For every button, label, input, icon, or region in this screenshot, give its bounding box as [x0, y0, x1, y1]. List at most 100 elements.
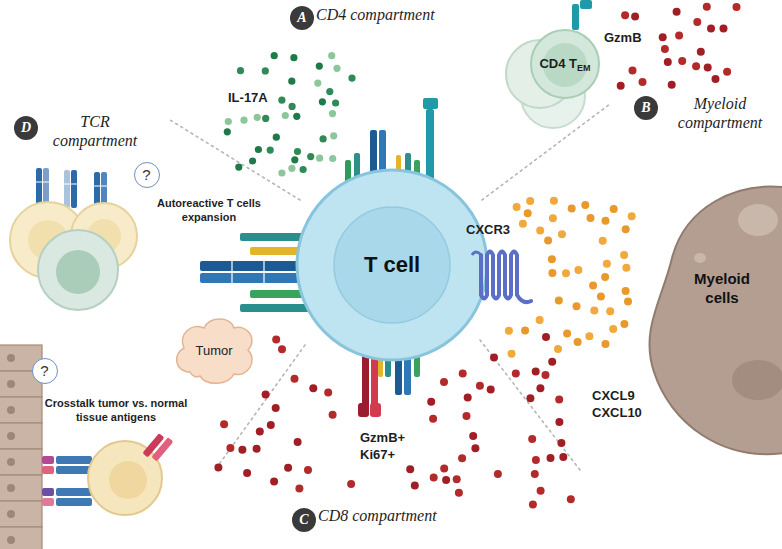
epithelial-cell: [0, 501, 42, 527]
granzyme-molecule: [427, 398, 435, 406]
receptor: [240, 233, 306, 241]
chemokine-molecule: [544, 237, 552, 245]
granzyme-molecule: [704, 63, 712, 71]
antigen: [42, 488, 54, 496]
myeloid-cell: [649, 187, 782, 454]
granzyme-molecule: [692, 62, 700, 70]
chemokine-molecule: [554, 345, 562, 353]
il17a-molecule: [294, 148, 301, 155]
compartment-title: Myeloid compartment: [660, 94, 780, 132]
granzyme-molecule: [406, 465, 414, 473]
granzyme-molecule: [253, 445, 261, 453]
granzyme-molecule: [267, 421, 275, 429]
receptor-tail: [472, 252, 481, 255]
chemokine-molecule: [519, 220, 527, 228]
il17a-molecule: [300, 166, 307, 173]
granzyme-molecule: [693, 18, 701, 26]
chemokine-molecule: [587, 214, 595, 222]
chemokine-molecule: [589, 282, 597, 290]
nucleus: [732, 360, 782, 400]
node-text: D: [21, 120, 31, 135]
chemokine-molecule: [597, 293, 605, 301]
receptor: [250, 247, 303, 255]
receptor: [200, 273, 303, 283]
compartment-title: CD4 compartment: [316, 5, 435, 24]
granzyme-molecule: [329, 411, 337, 419]
node-text: EM: [577, 63, 591, 73]
tumor: [177, 319, 252, 383]
granzyme-molecule: [458, 454, 466, 462]
granzyme-molecule: [455, 489, 463, 497]
il17a-molecule: [273, 134, 280, 141]
granzyme-molecule: [238, 446, 246, 454]
granzyme-molecule: [673, 8, 681, 16]
chemokine-molecule: [505, 327, 513, 335]
epithelial-cell: [0, 449, 42, 475]
domain-line: [36, 182, 42, 183]
cell-membrane: [297, 170, 487, 360]
il17a-molecule: [329, 110, 336, 117]
receptor: [426, 109, 434, 183]
il17a-molecule: [225, 118, 232, 125]
chemokine-molecule: [581, 201, 589, 209]
domain-line: [231, 273, 232, 283]
epithelial-cell: [0, 423, 42, 449]
il17a-molecule: [278, 97, 285, 104]
granzyme-molecule: [675, 32, 683, 40]
il17a-molecule: [255, 146, 262, 153]
granzyme-molecule: [291, 375, 299, 383]
compartment-title: TCR compartment: [40, 112, 150, 150]
granzyme-molecule: [429, 415, 437, 423]
granzyme-molecule: [559, 453, 567, 461]
granzyme-molecule: [617, 82, 625, 90]
il17a-molecule: [289, 103, 296, 110]
annotation: CXCL9: [592, 388, 635, 404]
nucleus: [56, 250, 100, 294]
granzyme-molecule: [453, 475, 461, 483]
tumor-label: Tumor: [195, 343, 232, 358]
divider-line: [480, 340, 580, 470]
vesicle: [738, 204, 778, 236]
tcr-receptor: [64, 170, 70, 208]
il17a-molecule: [288, 78, 295, 85]
chemokine-molecule: [524, 209, 532, 217]
cell: [38, 230, 118, 310]
il17a-molecule: [249, 157, 256, 164]
granzyme-molecule: [631, 12, 639, 20]
granzyme-molecule: [639, 78, 647, 86]
granzyme-molecule: [537, 487, 545, 495]
tcr-receptor: [36, 168, 42, 206]
chemokine-molecule: [526, 197, 534, 205]
nucleus: [7, 380, 15, 388]
cell-label: CD4 TEM: [539, 56, 590, 73]
il17a-molecule: [320, 135, 327, 142]
question-badge: ?: [32, 358, 58, 384]
badge-letter: D: [21, 120, 31, 136]
chemokine-molecule: [568, 205, 576, 213]
myeloid-node: Myeloid cells: [640, 180, 782, 460]
granzyme-molecule: [294, 438, 302, 446]
compartment-badge: D: [14, 116, 38, 140]
granzyme-molecule: [440, 464, 448, 472]
chemokine-molecule: [508, 350, 516, 358]
domain-line: [101, 186, 107, 187]
granzyme-molecule: [471, 444, 479, 452]
granzyme-molecule: [542, 333, 550, 341]
granzyme-molecule: [733, 3, 741, 11]
domain-line: [263, 273, 264, 283]
granzyme-molecule: [707, 25, 715, 33]
granzyme-molecule: [411, 482, 419, 490]
granzyme-molecule: [531, 470, 539, 478]
il17a-molecule: [330, 132, 337, 139]
chemokine-molecule: [548, 269, 556, 277]
il17a-molecule: [262, 115, 269, 122]
granzyme-molecule: [243, 469, 251, 477]
granzyme-molecule: [347, 480, 355, 488]
compartment-title: CD8 compartment: [318, 506, 437, 525]
chemokine-molecule: [574, 338, 582, 346]
granzyme-molecule: [463, 412, 471, 420]
tcr-receptor: [56, 456, 92, 464]
granzyme-molecule: [723, 68, 731, 76]
granzyme-molecule: [464, 394, 472, 402]
domain-line: [263, 261, 264, 271]
